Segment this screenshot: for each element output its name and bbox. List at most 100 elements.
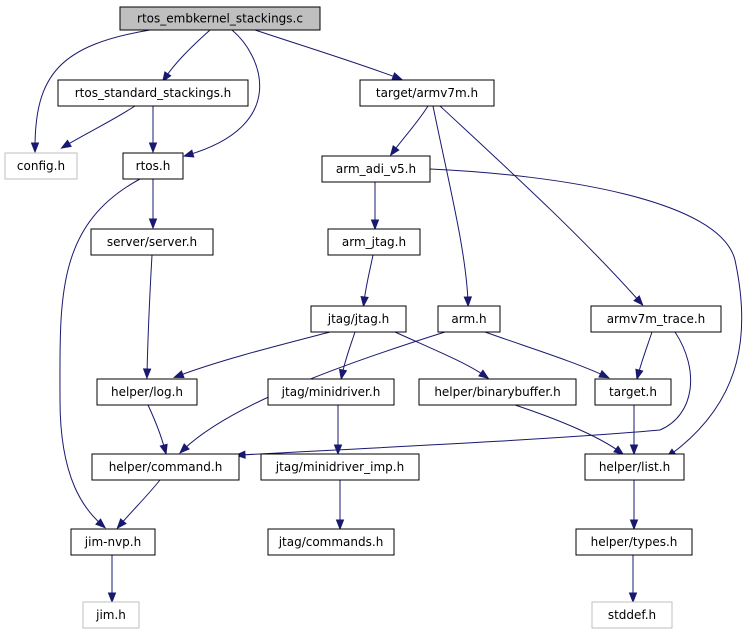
node-command[interactable]: helper/command.h bbox=[91, 453, 240, 481]
node-target[interactable]: target.h bbox=[594, 378, 672, 406]
node-label: jtag/commands.h bbox=[278, 535, 384, 549]
node-rss[interactable]: rtos_standard_stackings.h bbox=[57, 79, 249, 107]
edge-target-to-list bbox=[629, 405, 639, 456]
node-box bbox=[437, 305, 501, 333]
edge-server-to-log bbox=[142, 254, 153, 380]
arrowhead-icon bbox=[389, 145, 400, 157]
edge-types-to-stddef bbox=[628, 555, 638, 604]
node-box bbox=[96, 378, 198, 406]
node-binbuf[interactable]: helper/binarybuffer.h bbox=[418, 378, 577, 406]
edge-line bbox=[239, 331, 692, 456]
edge-line bbox=[177, 331, 331, 377]
node-adi[interactable]: arm_adi_v5.h bbox=[321, 155, 431, 183]
node-jimnvp[interactable]: jim-nvp.h bbox=[70, 528, 156, 556]
node-label: arm.h bbox=[451, 312, 486, 326]
edge-armjtag-to-jtag bbox=[360, 254, 374, 308]
arrowhead-icon bbox=[182, 149, 195, 158]
node-arm[interactable]: arm.h bbox=[437, 305, 501, 333]
node-commands[interactable]: jtag/commands.h bbox=[267, 528, 395, 556]
edge-line bbox=[341, 331, 356, 376]
node-label: armv7m_trace.h bbox=[607, 312, 706, 326]
node-root[interactable]: rtos_embkernel_stackings.c bbox=[119, 6, 321, 31]
node-label: arm_adi_v5.h bbox=[336, 162, 416, 176]
node-types[interactable]: helper/types.h bbox=[575, 528, 693, 556]
node-box bbox=[359, 79, 495, 107]
node-box bbox=[119, 6, 321, 31]
node-box bbox=[91, 453, 240, 481]
arrowhead-icon bbox=[30, 142, 40, 154]
arrowhead-icon bbox=[335, 519, 345, 531]
node-box bbox=[267, 528, 395, 556]
edge-line bbox=[394, 331, 486, 377]
node-label: config.h bbox=[17, 159, 65, 173]
arrowhead-icon bbox=[598, 369, 610, 379]
node-rtos[interactable]: rtos.h bbox=[122, 152, 184, 180]
node-box bbox=[260, 453, 420, 481]
edge-line bbox=[392, 105, 429, 153]
arrowhead-icon bbox=[391, 72, 404, 81]
node-minidrv[interactable]: jtag/minidriver.h bbox=[267, 378, 395, 406]
node-label: helper/binarybuffer.h bbox=[434, 385, 560, 399]
node-label: helper/command.h bbox=[109, 460, 223, 474]
node-minidrvimp[interactable]: jtag/minidriver_imp.h bbox=[260, 453, 420, 481]
node-armv7m[interactable]: target/armv7m.h bbox=[359, 79, 495, 107]
arrowhead-icon bbox=[95, 518, 107, 529]
node-jim: jim.h bbox=[82, 601, 140, 629]
edge-line bbox=[164, 29, 211, 79]
node-trace[interactable]: armv7m_trace.h bbox=[590, 305, 722, 333]
node-label: helper/list.h bbox=[599, 460, 670, 474]
edge-log-to-command bbox=[147, 404, 168, 456]
edge-command-to-jimnvp bbox=[116, 479, 161, 530]
node-box bbox=[418, 378, 577, 406]
node-box bbox=[310, 305, 407, 333]
node-stddef: stddef.h bbox=[591, 601, 673, 629]
arrowhead-icon bbox=[360, 296, 369, 308]
node-box bbox=[4, 152, 78, 180]
edge-line bbox=[64, 105, 136, 147]
edge-line bbox=[119, 479, 161, 526]
edge-minidrv-to-minidrvimp bbox=[333, 404, 343, 456]
node-box bbox=[82, 601, 140, 629]
node-jtag[interactable]: jtag/jtag.h bbox=[310, 305, 407, 333]
arrowhead-icon bbox=[172, 370, 185, 378]
node-armjtag[interactable]: arm_jtag.h bbox=[327, 228, 421, 256]
arrowhead-icon bbox=[478, 369, 490, 380]
node-label: jim.h bbox=[95, 608, 126, 622]
node-label: stddef.h bbox=[608, 608, 656, 622]
edge-line bbox=[34, 29, 151, 149]
arrowhead-icon bbox=[635, 368, 644, 381]
edge-binbuf-to-list bbox=[514, 404, 625, 456]
node-label: target/armv7m.h bbox=[376, 86, 478, 100]
node-log[interactable]: helper/log.h bbox=[96, 378, 198, 406]
node-server[interactable]: server/server.h bbox=[90, 228, 214, 256]
arrowhead-icon bbox=[60, 139, 72, 149]
node-label: rtos_embkernel_stackings.c bbox=[137, 12, 303, 26]
edge-arm-to-target bbox=[484, 331, 610, 379]
node-label: jim-nvp.h bbox=[84, 535, 141, 549]
node-label: arm_jtag.h bbox=[342, 235, 406, 249]
arrowhead-icon bbox=[338, 368, 348, 381]
arrowhead-icon bbox=[333, 444, 343, 456]
node-box bbox=[70, 528, 156, 556]
arrowhead-icon bbox=[162, 71, 172, 83]
edge-armv7m-to-arm bbox=[432, 105, 473, 308]
edge-root-to-rtos bbox=[182, 29, 261, 158]
nodes-layer: rtos_embkernel_stackings.c config.h rtos_s… bbox=[4, 6, 722, 629]
arrowhead-icon bbox=[116, 518, 127, 530]
arrowhead-icon bbox=[633, 295, 644, 307]
edge-line bbox=[146, 254, 153, 375]
arrowhead-icon bbox=[628, 592, 638, 604]
edge-line bbox=[59, 178, 141, 526]
node-config: config.h bbox=[4, 152, 78, 180]
node-box bbox=[575, 528, 693, 556]
edge-root-to-rss bbox=[162, 29, 211, 83]
node-label: target.h bbox=[609, 385, 657, 399]
arrowhead-icon bbox=[613, 445, 625, 456]
edge-line bbox=[637, 331, 653, 376]
node-label: helper/types.h bbox=[591, 535, 678, 549]
node-label: rtos.h bbox=[136, 159, 171, 173]
node-label: rtos_standard_stackings.h bbox=[75, 86, 232, 100]
node-box bbox=[327, 228, 421, 256]
arrowhead-icon bbox=[463, 296, 473, 308]
node-list[interactable]: helper/list.h bbox=[584, 453, 685, 481]
